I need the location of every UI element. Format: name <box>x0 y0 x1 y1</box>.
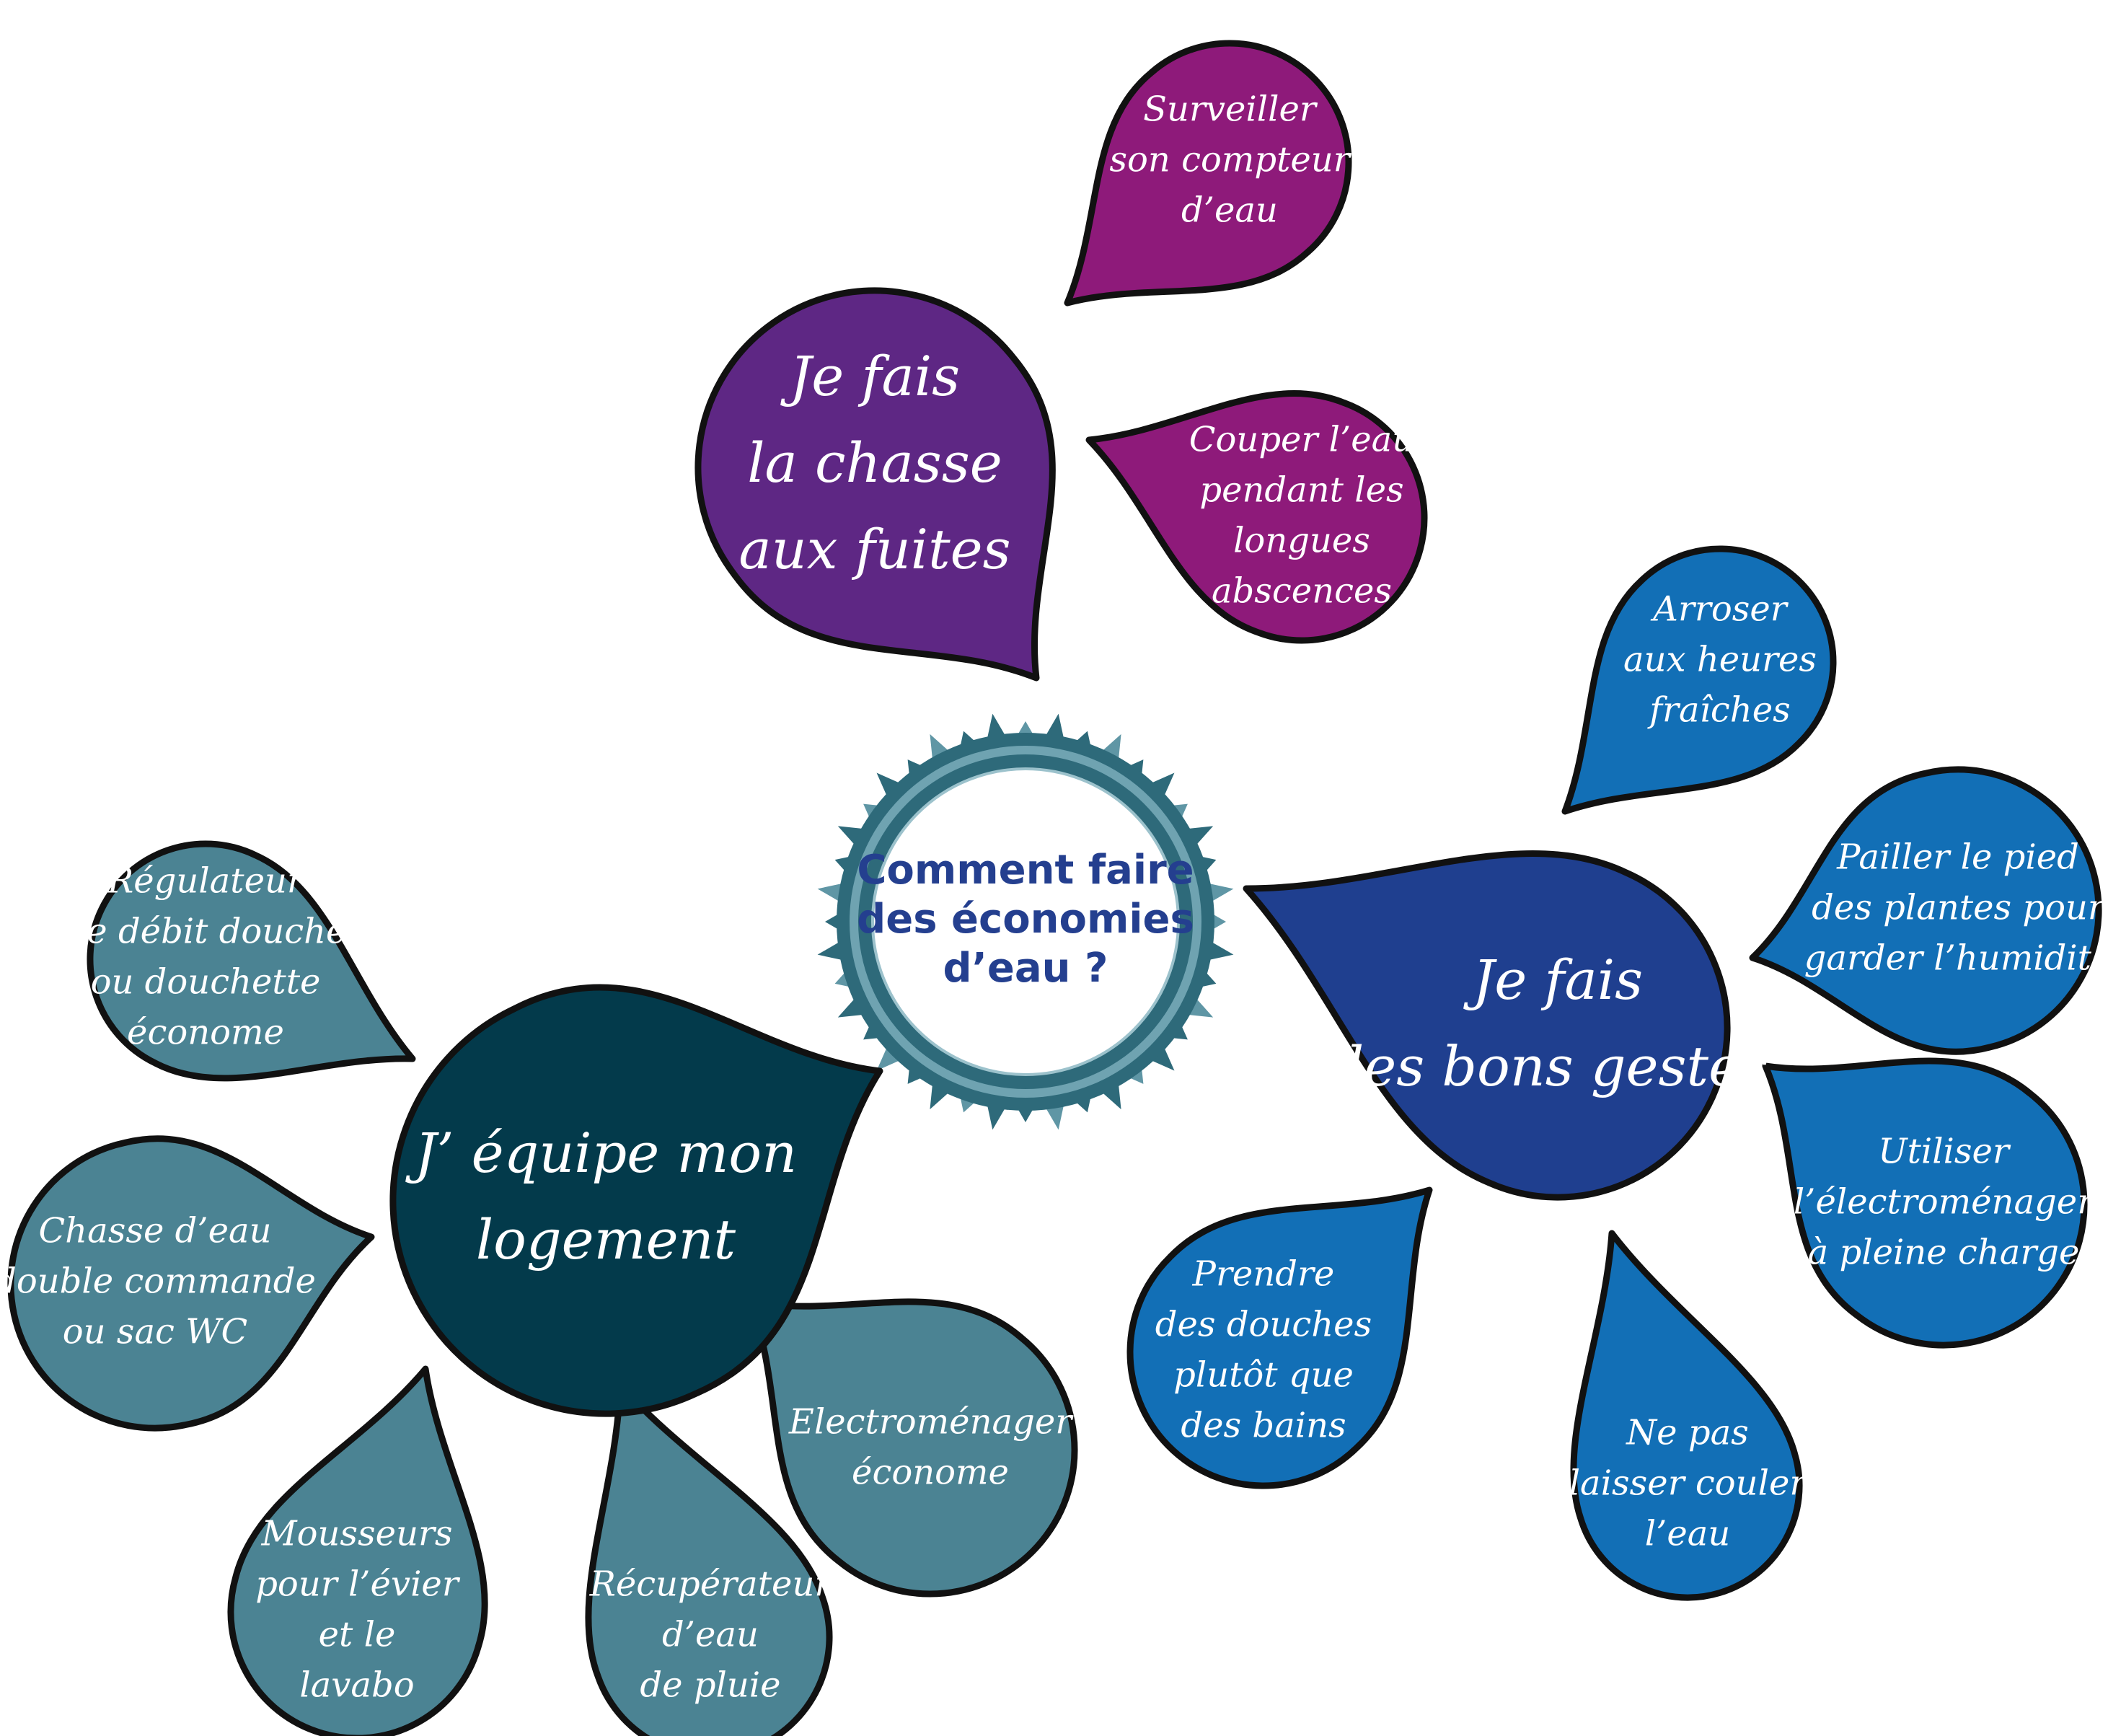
leaf-drop-gestures-1-label-line: aux heures <box>1623 640 1817 680</box>
leaf-drop-equip-1-label-line: Régulateur <box>107 861 306 902</box>
ring-spike <box>1144 772 1175 803</box>
center-title-line: d’eau ? <box>943 945 1108 992</box>
leaf-drop-leaks-1-label-line: Surveiller <box>1143 89 1318 130</box>
leaf-drop-gestures-3-label-line: à pleine charge <box>1808 1233 2080 1273</box>
leaf-drop-gestures-1-label-line: Arroser <box>1650 589 1789 630</box>
leaf-drop-equip-3-label-line: et le <box>319 1615 396 1655</box>
leaf-drop-gestures-2-label-line: Pailler le pied <box>1836 837 2079 878</box>
leaf-drop-equip-4-label-line: de pluie <box>640 1665 780 1706</box>
leaf-drop-equip-3: Mousseurs pour l’évier et le lavabo <box>227 1365 488 1736</box>
center-title-line: des économies <box>857 896 1194 943</box>
leaf-drop-equip-5-label-line: économe <box>852 1453 1009 1493</box>
leaf-drop-equip-5-label-line: Electroménager <box>788 1402 1074 1442</box>
leaf-drop-gestures-2-label-line: garder l’humidité <box>1804 938 2108 979</box>
leaf-drop-leaks-1-label-line: d’eau <box>1181 190 1278 231</box>
branch-drop-gestures-label-line: Je fais <box>1463 948 1643 1012</box>
leaf-drop-gestures-3-label-line: l’électroménager <box>1794 1182 2096 1222</box>
leaf-drop-equip-1-shape <box>87 840 416 1082</box>
leaf-drop-gestures-2: Pailler le pied des plantes pour garder l’… <box>1749 766 2108 1055</box>
ring-center-disc <box>871 767 1180 1076</box>
leaf-drop-gestures-4-shape <box>1570 1230 1803 1601</box>
leaf-drop-leaks-2: Couper l’eau pendant les longues abscences <box>1085 390 1428 644</box>
leaf-drop-equip-4-shape <box>585 1381 833 1736</box>
leaf-drop-equip-3-shape <box>227 1365 488 1736</box>
leaf-drop-gestures-4-label-line: Ne pas <box>1626 1413 1749 1453</box>
leaf-drop-gestures-5: Prendre des douches plutôt que des bains <box>1126 1186 1433 1489</box>
leaf-drop-leaks-2-label-line: pendant les <box>1199 470 1403 511</box>
leaf-drop-equip-2-label-line: ou sac WC <box>63 1312 248 1352</box>
leaf-drop-equip-4-label-line: Récupérateur <box>589 1564 834 1605</box>
branch-drop-equip-label-line: J’ équipe mon <box>405 1121 797 1185</box>
leaf-drop-gestures-5-label-line: des douches <box>1155 1305 1372 1345</box>
branch-drop-equip: J’ équipe mon logement <box>389 984 883 1417</box>
leaf-drop-gestures-3-label-line: Utiliser <box>1878 1132 2011 1172</box>
leaf-drop-gestures-3: Utiliser l’électroménager à pleine charge <box>1762 1057 2096 1349</box>
branch-drop-leaks-shape <box>694 287 1056 682</box>
ring-spike <box>1144 1040 1175 1071</box>
leaf-drop-leaks-2-shape <box>1085 390 1428 644</box>
leaf-drop-gestures-4: Ne pas laisser couler l’eau <box>1569 1230 1809 1601</box>
leaf-drop-equip-3-label-line: Mousseurs <box>260 1514 452 1554</box>
leaf-drop-gestures-5-label-line: plutôt que <box>1173 1355 1354 1396</box>
leaf-drop-equip-1-label-line: ou douchette <box>91 962 321 1003</box>
leaf-drop-gestures-2-shape <box>1749 766 2102 1055</box>
ring-spike <box>876 772 907 803</box>
leaf-drop-equip-1-label-line: de débit douche <box>65 912 347 952</box>
leaf-drop-equip-2-label-line: Chasse d’eau <box>38 1211 271 1251</box>
leaf-drop-gestures-3-shape <box>1762 1057 2088 1349</box>
leaf-drop-equip-3-label-line: lavabo <box>299 1665 414 1706</box>
leaf-drop-gestures-5-label-line: des bains <box>1181 1406 1346 1446</box>
branch-drop-leaks-label-line: la chasse <box>747 431 1002 495</box>
branch-drop-equip-label-line: logement <box>476 1207 736 1272</box>
leaf-drop-equip-3-label-line: pour l’évier <box>255 1564 461 1605</box>
leaf-drop-gestures-1-label-line: fraîches <box>1647 690 1791 731</box>
branch-drop-leaks-label-line: aux fuites <box>738 517 1010 581</box>
ring-spike <box>876 1040 907 1071</box>
leaf-drop-gestures-1: Arroser aux heures fraîches <box>1561 545 1837 815</box>
branch-drop-gestures-shape <box>1243 850 1731 1201</box>
leaf-drop-leaks-2-label-line: longues <box>1233 521 1370 561</box>
leaf-drop-equip-2-label-line: double commande <box>0 1261 316 1302</box>
leaf-drop-gestures-4-label-line: l’eau <box>1645 1514 1731 1554</box>
leaf-drop-leaks-2-label-line: Couper l’eau <box>1189 420 1414 460</box>
leaf-drop-gestures-4-label-line: laisser couler <box>1569 1463 1809 1504</box>
leaf-drop-gestures-5-shape <box>1126 1186 1433 1489</box>
leaf-drop-equip-4-label-line: d’eau <box>662 1615 759 1655</box>
branch-drop-leaks: Je fais la chasse aux fuites <box>694 287 1056 682</box>
leaf-drop-equip-5: Electroménager économe <box>746 1298 1078 1598</box>
center-title-line: Comment faire <box>857 847 1194 894</box>
leaf-drop-equip-4: Récupérateur d’eau de pluie <box>585 1381 834 1736</box>
leaf-drop-leaks-1-shape <box>1064 40 1352 307</box>
branch-drop-gestures: Je fais les bons gestes <box>1243 850 1769 1201</box>
center-ring <box>817 713 1234 1130</box>
leaf-drop-gestures-1-shape <box>1561 545 1837 815</box>
leaf-drop-equip-1-label-line: économe <box>127 1013 284 1053</box>
leaf-drop-equip-1: Régulateur de débit douche ou douchette éco… <box>65 840 416 1082</box>
leaf-drop-equip-2-shape <box>7 1135 375 1432</box>
branch-drop-equip-shape <box>389 984 883 1417</box>
branch-drop-leaks-label-line: Je fais <box>780 344 960 408</box>
branch-drop-gestures-label-line: les bons gestes <box>1346 1034 1769 1098</box>
leaf-drop-leaks-1-label-line: son compteur <box>1109 140 1351 180</box>
leaf-drop-gestures-2-label-line: des plantes pour <box>1812 888 2107 928</box>
leaf-drop-leaks-2-label-line: abscences <box>1212 571 1392 612</box>
leaf-drop-leaks-1: Surveiller son compteur d’eau <box>1064 40 1352 307</box>
leaf-drop-equip-2: Chasse d’eau double commande ou sac WC <box>0 1135 375 1432</box>
leaf-drop-gestures-5-label-line: Prendre <box>1192 1254 1335 1295</box>
leaf-drop-equip-5-shape <box>746 1298 1078 1598</box>
